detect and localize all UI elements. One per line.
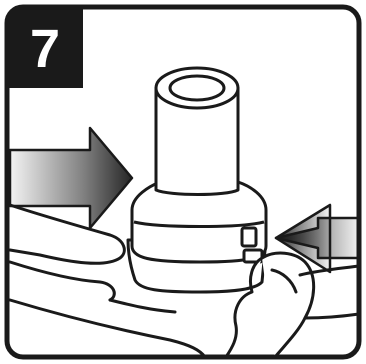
- arrow-pointing-right-icon: [8, 126, 134, 230]
- left-hand-drawing: [8, 203, 207, 359]
- inhaler-drawing: [126, 66, 268, 294]
- right-hand-drawing: [224, 251, 361, 359]
- step-badge: 7: [7, 7, 83, 88]
- step-number: 7: [29, 18, 61, 79]
- arrow-pointing-left-icon: [274, 203, 361, 274]
